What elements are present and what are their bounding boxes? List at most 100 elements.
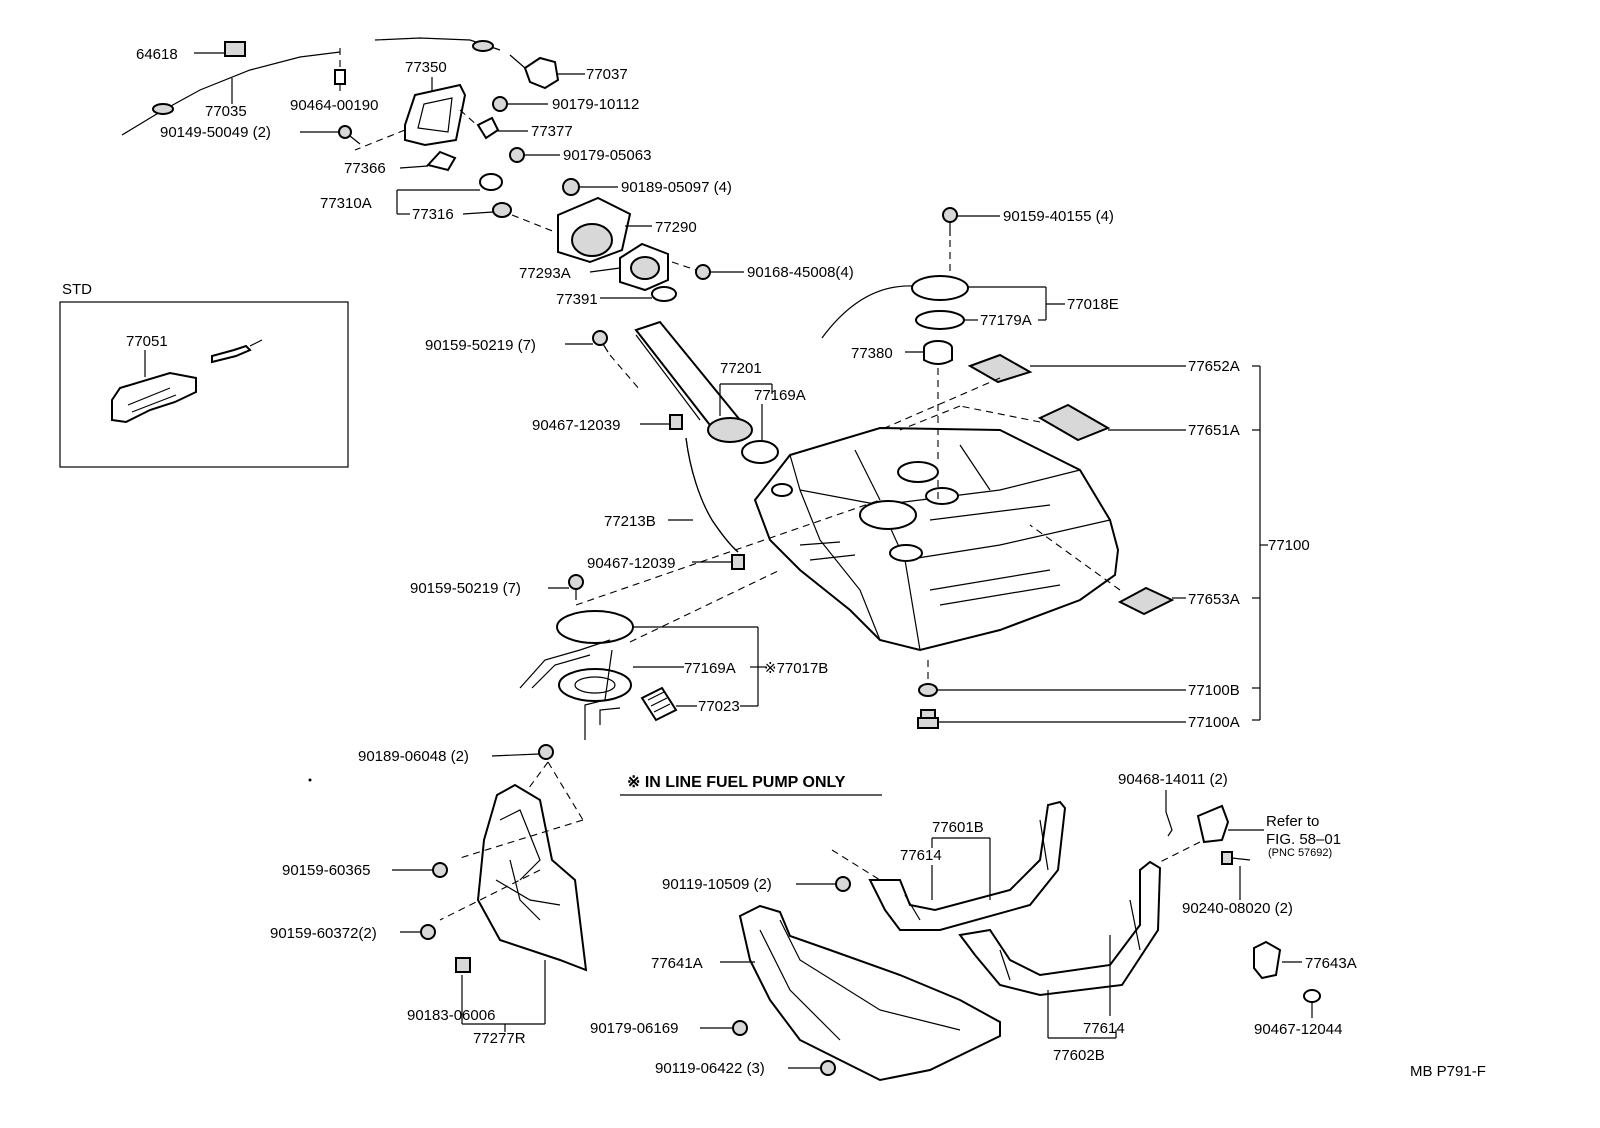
screw-90149-50049[interactable] <box>338 125 361 145</box>
clamp-77391[interactable] <box>651 286 677 302</box>
label-77652A[interactable]: 77652A <box>1188 358 1240 375</box>
ring-77380[interactable] <box>923 340 953 365</box>
cushion-90464[interactable] <box>334 69 346 85</box>
label-90467-12039-a[interactable]: 90467-12039 <box>532 417 620 434</box>
label-77201[interactable]: 77201 <box>720 360 762 377</box>
nut-90179-06169[interactable] <box>732 1020 748 1036</box>
clamp-77643A[interactable] <box>1253 940 1282 980</box>
label-90159-60372[interactable]: 90159-60372(2) <box>270 925 377 942</box>
gasket-77316[interactable] <box>492 202 512 218</box>
label-90159-50219-bottom[interactable]: 90159-50219 (7) <box>410 580 521 597</box>
breather-hose-77213B[interactable] <box>685 437 739 553</box>
tank-band-77601B[interactable] <box>868 800 1067 931</box>
label-77179A[interactable]: 77179A <box>980 312 1032 329</box>
hinge-spring-77366[interactable] <box>426 150 457 172</box>
label-77614-b[interactable]: 77614 <box>1083 1020 1125 1037</box>
clip-90467-12039-a[interactable] <box>669 414 683 430</box>
label-77614-a[interactable]: 77614 <box>900 847 942 864</box>
nut-90179-10112[interactable] <box>492 96 508 112</box>
label-90179-10112[interactable]: 90179-10112 <box>552 96 639 113</box>
label-90189-05097[interactable]: 90189-05097 (4) <box>621 179 732 196</box>
filler-boot-77293A[interactable] <box>619 242 669 292</box>
gasket-77169A-top[interactable] <box>741 440 779 464</box>
bolt-90240-08020[interactable] <box>1221 851 1251 865</box>
label-90119-10509[interactable]: 90119-10509 (2) <box>662 876 772 893</box>
screw-90159-40155[interactable] <box>942 207 958 236</box>
nut-90189-06048[interactable] <box>538 744 554 760</box>
label-77035[interactable]: 77035 <box>205 103 247 120</box>
bolt-90119-06422[interactable] <box>820 1060 836 1076</box>
label-64618[interactable]: 64618 <box>136 46 178 63</box>
label-77037[interactable]: 77037 <box>586 66 628 83</box>
label-77366[interactable]: 77366 <box>344 160 386 177</box>
cable-clamp-64618[interactable] <box>224 41 246 57</box>
fuel-pump-plate-77017B[interactable] <box>519 610 634 740</box>
hinge-77377[interactable] <box>476 116 500 140</box>
gasket-77100B[interactable] <box>918 683 938 697</box>
label-77350[interactable]: 77350 <box>405 59 447 76</box>
nut-90179-05063[interactable] <box>509 147 525 163</box>
label-90159-60365[interactable]: 90159-60365 <box>282 862 370 879</box>
tank-protector-77641A[interactable] <box>738 904 1001 1082</box>
label-90168[interactable]: 90168-45008(4) <box>747 264 854 281</box>
label-77100A[interactable]: 77100A <box>1188 714 1240 731</box>
screw-90168-45008[interactable] <box>695 264 711 280</box>
label-77169A-top[interactable]: 77169A <box>754 387 806 404</box>
label-90159-50219-top[interactable]: 90159-50219 (7) <box>425 337 536 354</box>
bolt-90159-60372[interactable] <box>420 924 436 940</box>
label-77293A[interactable]: 77293A <box>519 265 571 282</box>
bracket-fig-58-01[interactable] <box>1196 804 1230 844</box>
label-77643A[interactable]: 77643A <box>1305 955 1357 972</box>
clip-90467-12044[interactable] <box>1303 989 1321 1012</box>
cap-77310A[interactable] <box>479 173 503 191</box>
label-90179-05063[interactable]: 90179-05063 <box>563 147 651 164</box>
pad-77651A[interactable] <box>1037 403 1111 442</box>
bolt-90159-60365[interactable] <box>432 862 448 878</box>
label-90467-12039-b[interactable]: 90467-12039 <box>587 555 675 572</box>
label-77100[interactable]: 77100 <box>1268 537 1310 554</box>
label-90159-40155[interactable]: 90159-40155 (4) <box>1003 208 1114 225</box>
nut-90183-06006[interactable] <box>455 957 471 973</box>
drain-plug-77100A[interactable] <box>917 709 939 729</box>
label-90149[interactable]: 90149-50049 (2) <box>160 124 271 141</box>
label-77169A-bottom[interactable]: 77169A <box>684 660 736 677</box>
filler-pipe-77201[interactable] <box>634 320 753 443</box>
fuel-lid-opener-lever[interactable] <box>111 339 263 424</box>
pad-77653A[interactable] <box>1117 586 1175 616</box>
label-77213B[interactable]: 77213B <box>604 513 656 530</box>
label-90189-06048[interactable]: 90189-06048 (2) <box>358 748 469 765</box>
label-77310A[interactable]: 77310A <box>320 195 372 212</box>
label-90179-06169[interactable]: 90179-06169 <box>590 1020 678 1037</box>
label-90464[interactable]: 90464-00190 <box>290 97 378 114</box>
fuel-lid-lock-77037[interactable] <box>509 54 560 90</box>
label-90183[interactable]: 90183-06006 <box>407 1007 495 1024</box>
label-77023[interactable]: 77023 <box>698 698 740 715</box>
label-90240[interactable]: 90240-08020 (2) <box>1182 900 1293 917</box>
filler-pipe-housing-77290[interactable] <box>557 196 632 264</box>
label-90467-12044[interactable]: 90467-12044 <box>1254 1021 1342 1038</box>
label-77277R[interactable]: 77277R <box>473 1030 526 1047</box>
clip-90468-14011[interactable] <box>1165 811 1173 837</box>
fuel-tank-77100[interactable] <box>753 426 1120 652</box>
fuel-sender-77018E[interactable] <box>821 275 969 339</box>
label-77018E[interactable]: 77018E <box>1067 296 1119 313</box>
pad-77652A[interactable] <box>967 353 1033 384</box>
gasket-77179A[interactable] <box>915 310 965 330</box>
label-90119-06422[interactable]: 90119-06422 (3) <box>655 1060 765 1077</box>
label-77391[interactable]: 77391 <box>556 291 598 308</box>
screw-90159-50219-bottom[interactable] <box>568 574 584 600</box>
label-77641A[interactable]: 77641A <box>651 955 703 972</box>
label-90468[interactable]: 90468-14011 (2) <box>1118 771 1228 788</box>
label-77601B[interactable]: 77601B <box>932 819 984 836</box>
fuel-filter-77023[interactable] <box>640 686 678 722</box>
tank-band-77602B[interactable] <box>958 860 1162 997</box>
label-77100B[interactable]: 77100B <box>1188 682 1240 699</box>
label-77380[interactable]: 77380 <box>851 345 893 362</box>
label-77651A[interactable]: 77651A <box>1188 422 1240 439</box>
label-77377[interactable]: 77377 <box>531 123 573 140</box>
label-77602B[interactable]: 77602B <box>1053 1047 1105 1064</box>
lid-opener-cable[interactable] <box>121 37 501 136</box>
screw-90159-50219-top[interactable] <box>592 330 609 353</box>
tank-protector-77277R[interactable] <box>476 783 588 972</box>
label-77653A[interactable]: 77653A <box>1188 591 1240 608</box>
